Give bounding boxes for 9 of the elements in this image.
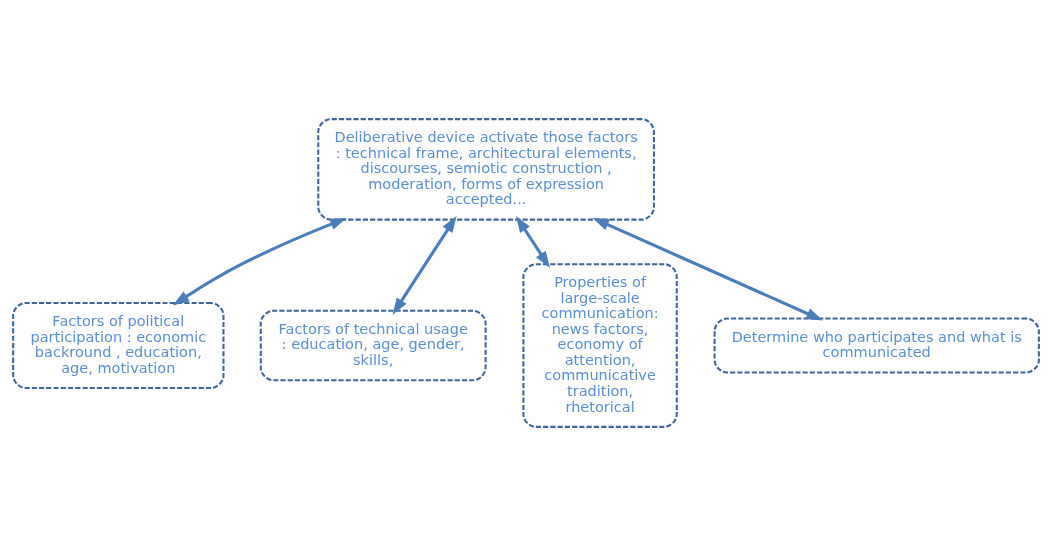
arrow [515,215,550,268]
node-box: Properties of large-scale communication: news factors, economy of attention, communicative tradition, rhetorical [522,263,678,428]
arrow [392,215,457,315]
node-box: Determine who participates and what is communicated [713,317,1040,374]
arrow [592,217,823,321]
arrow [172,218,347,306]
node-box: Deliberative device activate those factors : technical frame, architectural elements, discourses, semiotic construction , moderation, forms of expression accepted... [317,118,655,221]
node-box: Factors of technical usage : education, age, gender, skills, [259,309,487,382]
node-box: Factors of political participation : economic backround , education, age, motivation [12,302,225,390]
